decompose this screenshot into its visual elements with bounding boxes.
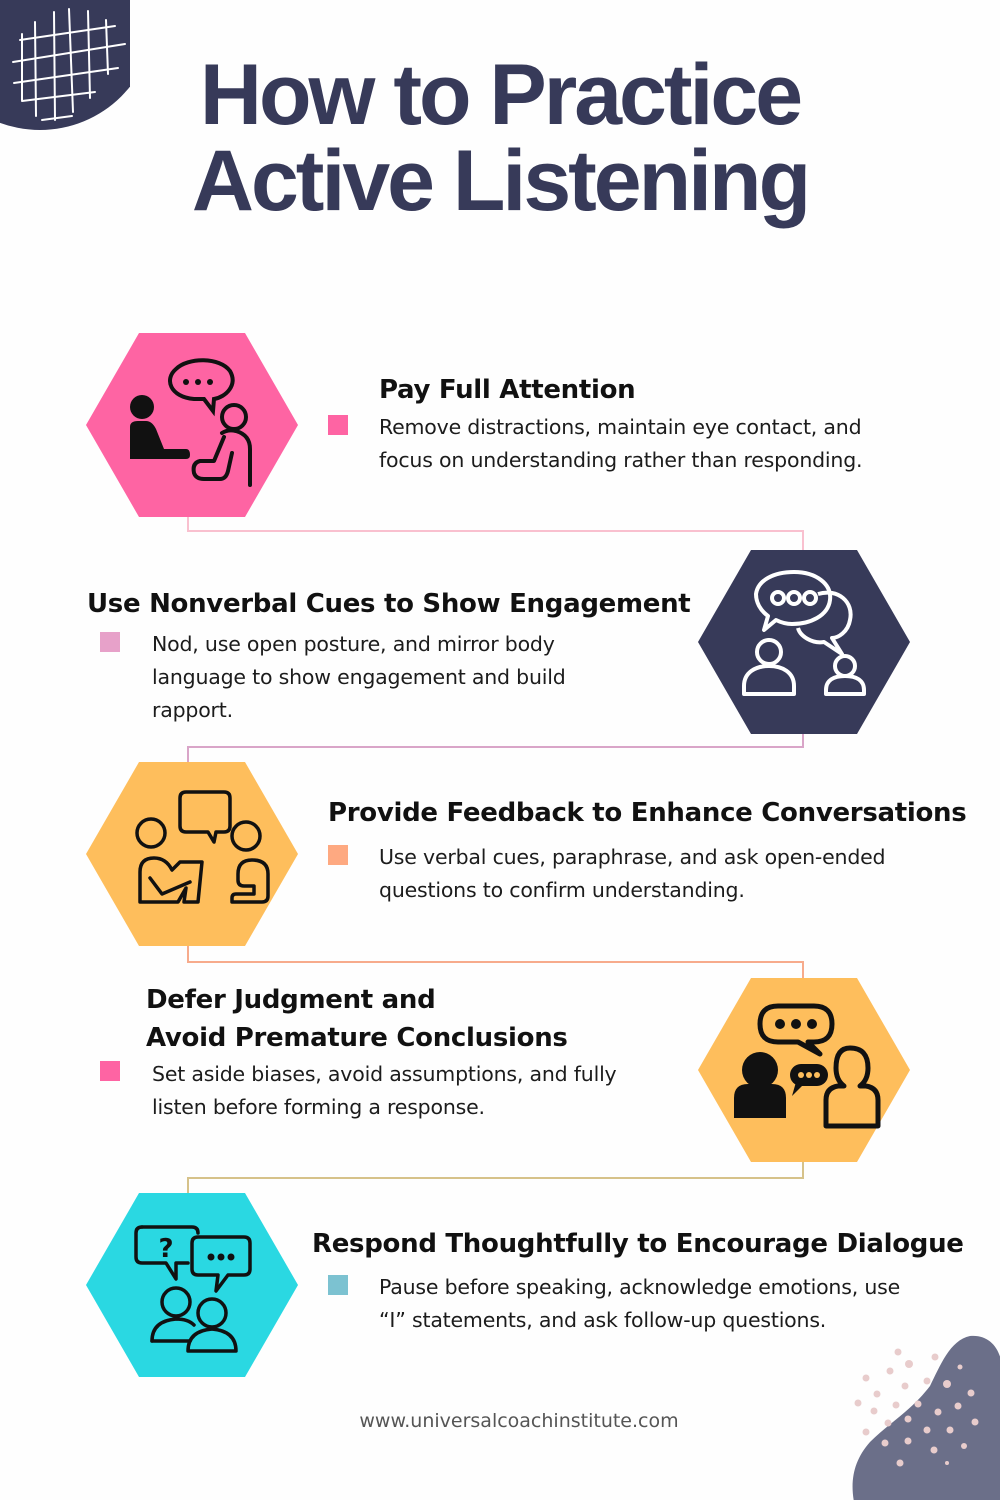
feedback-discussion-icon <box>86 762 298 946</box>
step-3-desc-line: Use verbal cues, paraphrase, and ask ope… <box>379 845 886 869</box>
grid-circle-decoration-icon <box>0 0 130 130</box>
step-4-title-line: Avoid Premature Conclusions <box>146 1023 568 1053</box>
step-4-title: Defer Judgment and Avoid Premature Concl… <box>146 981 568 1057</box>
step-1-description: Remove distractions, maintain eye contac… <box>379 411 863 477</box>
step-3-description: Use verbal cues, paraphrase, and ask ope… <box>379 841 886 907</box>
step-2-bullet <box>100 632 120 652</box>
title-line-1: How to Practice <box>199 47 803 143</box>
step-5-desc-line: Pause before speaking, acknowledge emoti… <box>379 1275 901 1299</box>
step-1-title: Pay Full Attention <box>379 375 636 405</box>
step-5-description: Pause before speaking, acknowledge emoti… <box>379 1271 900 1337</box>
step-5-title: Respond Thoughtfully to Encourage Dialog… <box>312 1229 964 1259</box>
hexagon-step-1 <box>86 333 298 517</box>
step-1-desc-line: Remove distractions, maintain eye contac… <box>379 415 862 439</box>
step-2-title: Use Nonverbal Cues to Show Engagement <box>87 589 691 619</box>
conversation-bubbles-icon <box>698 550 910 734</box>
hexagon-step-3 <box>86 762 298 946</box>
step-3-bullet <box>328 845 348 865</box>
hexagon-step-5: ? <box>86 1193 298 1377</box>
page-title: How to Practice Active Listening <box>0 52 1000 224</box>
dialogue-people-icon <box>698 978 910 1162</box>
step-4-description: Set aside biases, avoid assumptions, and… <box>152 1058 617 1124</box>
dotted-blob-decoration-icon <box>852 1335 1000 1500</box>
step-4-desc-line: listen before forming a response. <box>152 1095 485 1119</box>
step-2-desc-line: Nod, use open posture, and mirror body <box>152 632 555 656</box>
step-1-bullet <box>328 415 348 435</box>
step-2-desc-line: language to show engagement and build <box>152 665 566 689</box>
hexagon-step-2 <box>698 550 910 734</box>
step-2-desc-line: rapport. <box>152 698 233 722</box>
step-4-title-line: Defer Judgment and <box>146 985 436 1015</box>
step-5-desc-line: “I” statements, and ask follow-up questi… <box>379 1308 827 1332</box>
hexagon-step-4 <box>698 978 910 1162</box>
question-dialogue-icon: ? <box>86 1193 298 1377</box>
step-5-bullet <box>328 1275 348 1295</box>
svg-text:?: ? <box>158 1234 173 1264</box>
step-1-desc-line: focus on understanding rather than respo… <box>379 448 863 472</box>
step-4-desc-line: Set aside biases, avoid assumptions, and… <box>152 1062 617 1086</box>
step-2-description: Nod, use open posture, and mirror body l… <box>152 628 566 727</box>
title-line-2: Active Listening <box>191 133 811 229</box>
two-people-talking-icon <box>86 333 298 517</box>
step-3-title: Provide Feedback to Enhance Conversation… <box>328 798 967 828</box>
step-4-bullet <box>100 1061 120 1081</box>
website-url[interactable]: www.universalcoachinstitute.com <box>359 1410 679 1432</box>
step-3-desc-line: questions to confirm understanding. <box>379 878 745 902</box>
